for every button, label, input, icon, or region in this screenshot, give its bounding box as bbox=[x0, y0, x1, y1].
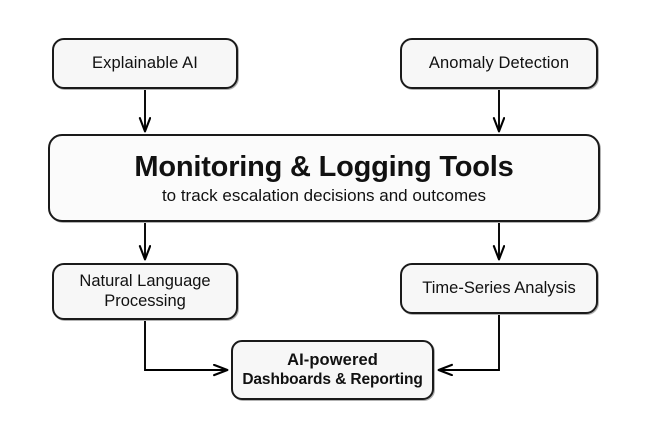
node-monitoring-logging-tools-title: Monitoring & Logging Tools bbox=[134, 150, 514, 183]
node-ai-powered-dashboards-line-2: Dashboards & Reporting bbox=[242, 370, 423, 388]
node-time-series-analysis-label: Time-Series Analysis bbox=[422, 278, 576, 297]
node-ai-powered-dashboards[interactable]: AI-powered Dashboards & Reporting bbox=[231, 340, 434, 400]
node-ai-powered-dashboards-line-1: AI-powered bbox=[287, 351, 378, 370]
node-monitoring-logging-tools[interactable]: Monitoring & Logging Tools to track esca… bbox=[48, 134, 600, 222]
node-anomaly-detection-label: Anomaly Detection bbox=[428, 53, 570, 72]
connector-time-series-analysis-to-dashboards bbox=[439, 315, 500, 370]
node-explainable-ai-label: Explainable AI bbox=[92, 53, 198, 72]
node-natural-language-processing-line-1: Natural Language bbox=[79, 272, 211, 291]
node-natural-language-processing[interactable]: Natural Language Processing bbox=[52, 263, 238, 320]
node-explainable-ai[interactable]: Explainable AI bbox=[52, 38, 238, 89]
node-natural-language-processing-line-2: Processing bbox=[104, 291, 186, 310]
node-time-series-analysis[interactable]: Time-Series Analysis bbox=[400, 263, 598, 314]
node-monitoring-logging-tools-subtitle: to track escalation decisions and outcom… bbox=[161, 186, 487, 206]
connector-natural-language-processing-to-dashboards bbox=[144, 321, 227, 370]
node-anomaly-detection[interactable]: Anomaly Detection bbox=[400, 38, 598, 89]
